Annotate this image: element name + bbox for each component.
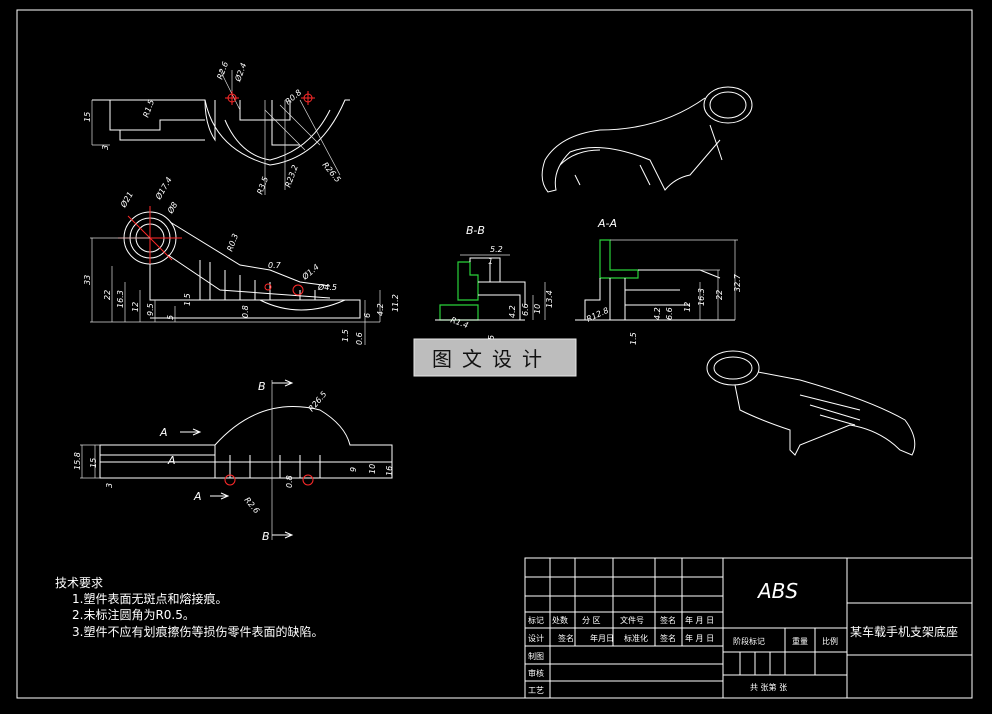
watermark: 图文设计 xyxy=(413,338,577,377)
tb-left-label-3: 工艺 xyxy=(528,686,544,695)
tb-row-label-4: 文件号 xyxy=(620,615,644,625)
dim-bottom-r26: R2.6 xyxy=(242,496,261,516)
dim-bottom-9: 9 xyxy=(349,467,358,472)
tb-left-label-1: 制图 xyxy=(528,651,544,661)
section-bb-label: B-B xyxy=(466,224,485,237)
dim-front-15a: 1.5 xyxy=(183,293,192,306)
dim-front-07: 0.7 xyxy=(268,261,282,270)
tech-req-item-2: 2.未标注圆角为R0.5。 xyxy=(72,607,195,622)
tech-req-item-3: 3.塑件不应有划痕擦伤等损伤零件表面的缺陷。 xyxy=(72,624,323,639)
watermark-text: 图文设计 xyxy=(432,347,552,371)
dim-aa-42: 4.2 xyxy=(653,307,662,320)
front-view: Ø21 Ø17.4 Ø8 R0.3 33 22 16.3 12 9.5 5 1.… xyxy=(83,175,400,345)
dim-bottom-10: 10 xyxy=(368,464,377,474)
section-aa-view: A-A 32.7 22 16.3 12 6.6 4.2 R12.8 1.5 xyxy=(575,217,742,345)
dim-front-d14: Ø1.4 xyxy=(299,262,321,283)
dim-aa-r128: R12.8 xyxy=(585,306,610,324)
dim-aa-15: 1.5 xyxy=(629,332,638,345)
dim-front-112: 11.2 xyxy=(391,294,400,312)
dim-front-42: 4.2 xyxy=(376,303,385,316)
cut-a-bottom-label: A xyxy=(193,490,202,503)
dim-front-15b: 1.5 xyxy=(341,329,350,342)
isometric-view-2 xyxy=(706,350,916,456)
dim-top-3: 3 xyxy=(101,145,110,150)
dim-front-d45: Ø4.5 xyxy=(317,282,337,292)
dim-front-33: 33 xyxy=(83,275,92,285)
tb-row-label-5: 签名 xyxy=(660,615,676,625)
cut-b-bottom-label: B xyxy=(262,530,270,543)
dim-front-6: 6 xyxy=(363,313,372,318)
dim-bottom-16: 16 xyxy=(385,466,394,476)
dim-aa-12: 12 xyxy=(683,302,692,312)
title-block: ABS 某车载手机支架底座 标记 处数 分 区 文件号 签名 年 月 日 设计 … xyxy=(524,557,973,699)
dim-bb-134: 13.4 xyxy=(545,290,554,308)
dim-bottom-15: 15 xyxy=(89,458,98,468)
dim-top-r08: R0.8 xyxy=(284,88,304,107)
dim-bb-10: 10 xyxy=(533,304,542,314)
dim-bb-1: 1 xyxy=(488,257,493,266)
isometric-view-1 xyxy=(541,86,753,193)
tb-sign-label-6: 年 月 日 xyxy=(685,633,714,643)
tb-sign-label-3: 年月日 xyxy=(590,633,614,643)
dim-top-d24: Ø2.4 xyxy=(232,61,248,83)
tb-sign-label-4: 标准化 xyxy=(624,633,648,643)
tb-row-label-1: 标记 xyxy=(528,615,544,625)
tb-row-label-3: 分 区 xyxy=(582,616,601,625)
tech-requirements: 技术要求 1.塑件表面无斑点和熔接痕。 2.未标注圆角为R0.5。 3.塑件不应… xyxy=(55,576,323,639)
bottom-view: B B A A A 15.8 15 3 R26.5 9 10 16 R2.6 0… xyxy=(73,379,394,543)
dim-bb-42: 4.2 xyxy=(508,305,517,318)
cut-a-top-label: A xyxy=(159,426,168,439)
dim-aa-66: 6.6 xyxy=(665,307,674,320)
section-bb-view: B-B 5.2 1 13.4 10 6.6 4.2 5 R1.4 xyxy=(435,224,554,340)
cut-a-inner-label: A xyxy=(167,454,176,467)
tb-sign-label-1: 设计 xyxy=(528,633,544,643)
tech-req-item-1: 1.塑件表面无斑点和熔接痕。 xyxy=(72,591,227,606)
dim-front-22: 22 xyxy=(103,290,112,300)
dim-front-08: 0.8 xyxy=(241,305,250,318)
tech-req-title: 技术要求 xyxy=(55,576,103,590)
top-view: R2.6 Ø2.4 R1.5 15 3 R3.5 R23.2 R26.5 R0.… xyxy=(83,60,350,196)
dim-top-r35: R3.5 xyxy=(255,175,270,195)
section-aa-label: A-A xyxy=(597,217,617,230)
dim-top-r265: R26.5 xyxy=(320,161,342,185)
dim-bottom-08: 0.8 xyxy=(285,475,294,488)
tb-sheet-label: 共 张第 张 xyxy=(750,682,787,692)
tb-row-label-2: 处数 xyxy=(552,615,568,625)
dim-front-95: 9.5 xyxy=(146,303,155,316)
tb-stage-label: 阶段标记 xyxy=(733,636,765,646)
dim-front-d21: Ø21 xyxy=(118,190,135,210)
dim-front-06: 0.6 xyxy=(355,332,364,345)
dim-bb-5: 5 xyxy=(487,335,496,340)
dim-top-15: 15 xyxy=(83,112,92,122)
part-name: 某车载手机支架底座 xyxy=(850,624,958,639)
tb-row-label-6: 年 月 日 xyxy=(685,615,714,625)
dim-front-163: 16.3 xyxy=(116,290,125,308)
dim-bb-66: 6.6 xyxy=(521,303,530,316)
tb-left-label-2: 审核 xyxy=(528,668,544,678)
dim-top-r15: R1.5 xyxy=(141,98,156,118)
tb-sign-label-2: 签名 xyxy=(558,633,574,643)
dim-front-12: 12 xyxy=(131,302,140,312)
dim-bottom-158: 15.8 xyxy=(73,452,82,470)
dim-front-d174: Ø17.4 xyxy=(153,175,174,202)
dim-aa-22: 22 xyxy=(715,290,724,300)
tb-scale-label: 比例 xyxy=(822,636,838,646)
dim-bottom-3: 3 xyxy=(105,483,114,488)
dim-front-d8: Ø8 xyxy=(165,200,180,216)
tb-sign-label-5: 签名 xyxy=(660,633,676,643)
dim-bb-r14: R1.4 xyxy=(449,315,469,330)
material-label: ABS xyxy=(756,579,798,603)
dim-aa-163: 16.3 xyxy=(697,288,706,306)
dim-aa-327: 32.7 xyxy=(733,273,742,292)
dim-bb-52: 5.2 xyxy=(490,245,503,254)
tb-weight-label: 重量 xyxy=(792,636,808,646)
dim-front-r03: R0.3 xyxy=(225,232,240,252)
cut-b-top-label: B xyxy=(258,380,266,393)
drawing-border xyxy=(16,9,973,699)
dim-top-r26: R2.6 xyxy=(215,60,230,80)
dim-top-r232: R23.2 xyxy=(283,164,299,189)
dim-front-5: 5 xyxy=(166,315,175,320)
